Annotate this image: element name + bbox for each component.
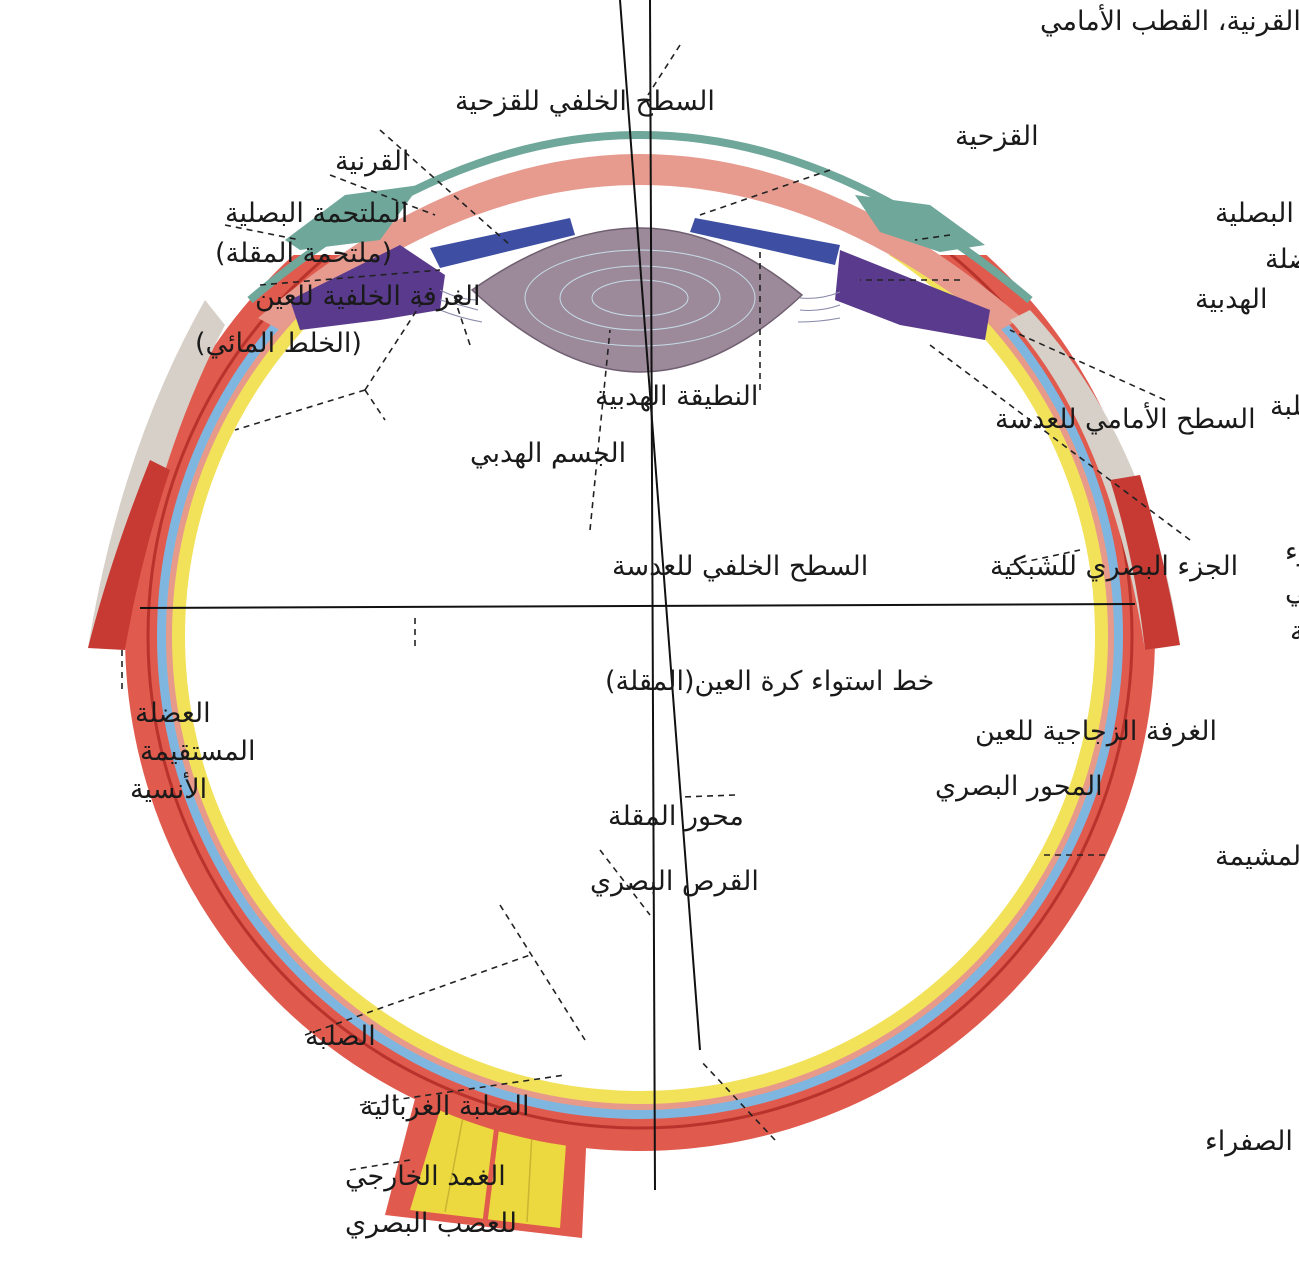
visual-axis-line <box>619 0 701 1051</box>
label-cornea-apex: قمة القرنية، القطب الأمامي <box>1040 3 1299 37</box>
conjunctiva-left <box>285 185 420 250</box>
leader-lines <box>121 44 1191 1171</box>
equator-line <box>139 603 1136 609</box>
cornea <box>258 154 1022 330</box>
label-ciliary-retina-2: الهدبي <box>1285 576 1299 607</box>
label-ciliary-retina-3: للشبكية <box>1290 616 1299 647</box>
label-posterior-chamber-2: (الخلط المائي) <box>195 328 362 359</box>
label-sclera-bottom: الصلبة <box>305 1021 376 1052</box>
label-conjunctiva-left-2: (ملتحمة المقلة) <box>215 238 392 269</box>
label-sclera-top: الصلبة <box>1270 391 1299 422</box>
label-lens-anterior: السطح الأمامي للعدسة <box>995 401 1256 435</box>
iris-right <box>690 218 840 265</box>
label-visual-axis: المحور البصري <box>935 771 1103 802</box>
label-medial-rectus-1: العضلة <box>135 698 211 729</box>
optic-axis-line <box>649 0 656 1191</box>
vitreous-chamber <box>185 255 1095 1091</box>
ciliary-body-right <box>835 250 990 340</box>
label-circular-fibers-1: الألياف الدائرية للعضلة <box>1265 241 1299 275</box>
lens <box>470 227 804 373</box>
eyeball-wall <box>125 255 1155 1151</box>
ciliary-zonule <box>439 289 841 323</box>
label-medial-rectus-2: المستقيمة <box>140 736 255 767</box>
label-lamina-cribrosa: الصلبة الغربالية <box>360 1091 530 1122</box>
label-vitreous: الغرفة الزجاجية للعين <box>975 716 1217 747</box>
label-circular-fibers-2: الهدبية <box>1195 284 1267 315</box>
label-equator: خط استواء كرة العين(المقلة) <box>605 666 934 697</box>
label-iris: القزحية <box>955 121 1039 152</box>
label-ciliary-retina-1: الجزء <box>1285 536 1299 567</box>
label-medial-rectus-3: الأنسية <box>130 771 207 805</box>
ciliary-body-left <box>290 245 445 330</box>
labels: قمة القرنية، القطب الأمامي السطح الخلفي … <box>130 3 1299 1239</box>
label-choroid: المشيمة <box>1215 841 1299 872</box>
conjunctiva-right <box>855 195 985 252</box>
label-ciliary-body: الجسم الهدبي <box>470 438 626 469</box>
label-bulb-axis: محور المقلة <box>608 801 744 832</box>
label-nerve-sheath-2: للعصب البصري <box>345 1208 517 1239</box>
label-zonule: النطيقة الهدبية <box>595 381 758 412</box>
label-optic-retina: الجزء البصري للشبكية <box>990 551 1238 582</box>
label-optic-disc: القرص البصري <box>590 866 759 897</box>
label-cornea: القرنية <box>335 146 409 177</box>
label-conjunctiva-right: الملتحمة البصلية <box>1215 198 1299 229</box>
label-nerve-sheath-1: الغمد الخارجي <box>345 1161 506 1192</box>
label-lens-posterior: السطح الخلفي للعدسة <box>612 551 868 582</box>
iris-left <box>430 218 575 268</box>
label-iris-posterior: السطح الخلفي للقزحية <box>455 86 715 117</box>
label-conjunctiva-left-1: الملتحمة البصلية <box>225 198 408 229</box>
label-macula: البقعة الشبكية، النقطة الصفراء <box>1205 1126 1299 1157</box>
label-posterior-chamber-1: الغرفة الخلفية للعين <box>255 281 480 312</box>
